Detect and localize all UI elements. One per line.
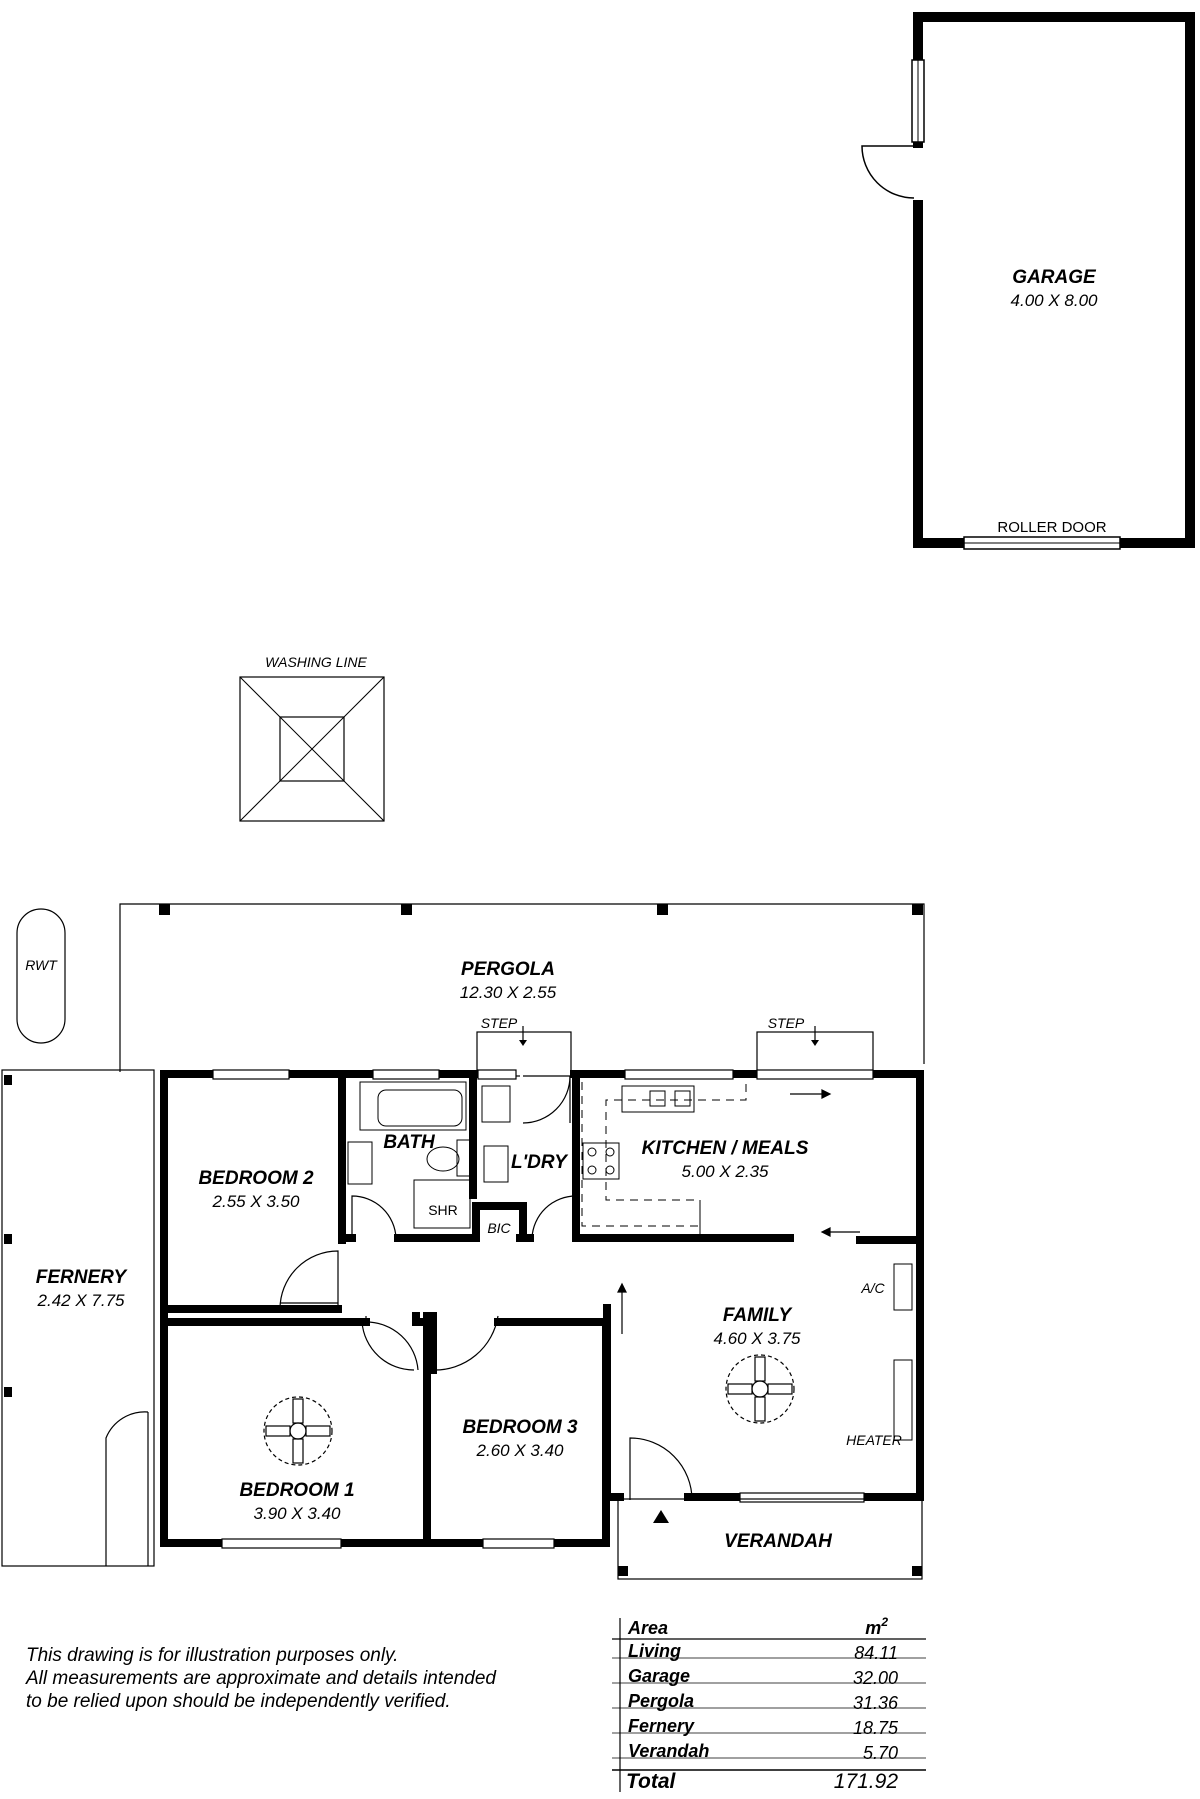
garage: GARAGE 4.00 X 8.00 ROLLER DOOR [861, 12, 1195, 550]
garage-name: GARAGE [1012, 267, 1097, 288]
pergola: PERGOLA 12.30 X 2.55 STEP STEP [119, 903, 925, 1077]
pergola-name: PERGOLA [461, 959, 555, 980]
windows [212, 1069, 874, 1549]
ceiling-fan-icon [725, 1354, 795, 1424]
step-left-label: STEP [481, 1015, 518, 1031]
garage-door-opening [910, 148, 926, 200]
area-table: Area m2 Living 84.11 Garage 32.00 Pergol… [612, 1615, 926, 1793]
heater-label: HEATER [846, 1432, 902, 1448]
pergola-dims: 12.30 X 2.55 [460, 983, 557, 1002]
area-row-value: 31.36 [853, 1693, 899, 1713]
washing-line-label: WASHING LINE [265, 654, 367, 670]
area-row-value: 5.70 [863, 1743, 898, 1763]
area-total-label: Total [626, 1770, 677, 1793]
disclaimer-line: This drawing is for illustration purpose… [26, 1645, 399, 1666]
bedroom1-name: BEDROOM 1 [239, 1480, 354, 1501]
step-right-label: STEP [768, 1015, 805, 1031]
disclaimer-line: to be relied upon should be independentl… [26, 1691, 451, 1712]
area-row-label: Fernery [628, 1716, 695, 1736]
rain-water-tank: RWT [16, 908, 66, 1044]
doors [279, 1075, 693, 1501]
kitchen-name: KITCHEN / MEALS [642, 1138, 809, 1159]
fixtures [347, 1081, 913, 1441]
area-row-value: 84.11 [854, 1643, 898, 1663]
area-row-label: Pergola [628, 1691, 694, 1711]
family-name: FAMILY [723, 1305, 794, 1326]
ceiling-fan-icon [263, 1396, 333, 1466]
garage-dims: 4.00 X 8.00 [1011, 291, 1099, 310]
kitchen-dims: 5.00 X 2.35 [682, 1162, 770, 1181]
ac-label: A/C [860, 1280, 885, 1296]
fernery-dims: 2.42 X 7.75 [37, 1291, 126, 1310]
bath-name: BATH [383, 1132, 436, 1153]
area-header-label: Area [627, 1618, 668, 1638]
shower-label: SHR [428, 1202, 458, 1218]
laundry-name: L'DRY [511, 1152, 569, 1173]
rwt-label: RWT [25, 957, 58, 973]
area-row-label: Verandah [628, 1741, 709, 1761]
area-total-value: 171.92 [834, 1770, 899, 1793]
verandah: VERANDAH [617, 1498, 923, 1580]
entry-arrow-icon [653, 1510, 669, 1523]
area-row-value: 18.75 [853, 1718, 899, 1738]
bedroom2-dims: 2.55 X 3.50 [212, 1192, 301, 1211]
area-header-unit: m2 [865, 1615, 888, 1638]
fernery-name: FERNERY [36, 1267, 129, 1288]
bedroom2-name: BEDROOM 2 [198, 1168, 314, 1189]
area-row-value: 32.00 [853, 1668, 898, 1688]
garage-door-swing [861, 145, 915, 199]
verandah-name: VERANDAH [724, 1531, 833, 1552]
bedroom3-name: BEDROOM 3 [462, 1417, 578, 1438]
bedroom3-dims: 2.60 X 3.40 [476, 1441, 565, 1460]
area-row-label: Garage [628, 1666, 690, 1686]
family-dims: 4.60 X 3.75 [714, 1329, 802, 1348]
fernery-gate [105, 1411, 149, 1566]
flow-arrows [617, 1089, 860, 1334]
bedroom1-dims: 3.90 X 3.40 [254, 1504, 342, 1523]
roller-door-label: ROLLER DOOR [997, 519, 1106, 536]
disclaimer: This drawing is for illustration purpose… [26, 1644, 586, 1713]
washing-line: WASHING LINE [239, 654, 385, 822]
bic-label: BIC [487, 1220, 511, 1236]
disclaimer-line: All measurements are approximate and det… [26, 1668, 496, 1689]
area-row-label: Living [628, 1641, 681, 1661]
fernery: FERNERY 2.42 X 7.75 [1, 1069, 155, 1567]
